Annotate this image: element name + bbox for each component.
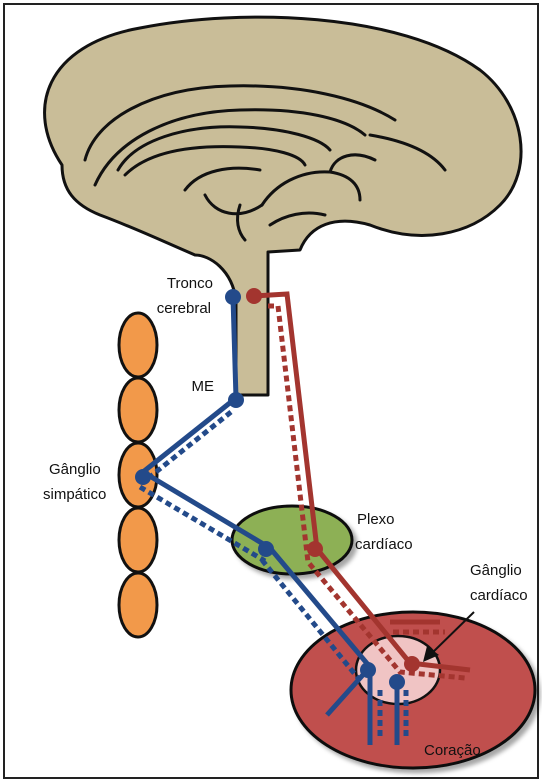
chain-ganglion	[119, 508, 157, 572]
label-tronco-cerebral-line2: cerebral	[157, 300, 211, 317]
neuron-body	[258, 541, 274, 557]
chain-ganglion	[119, 313, 157, 377]
neuron-body	[135, 469, 151, 485]
label-plexo-cardiaco-line1: Plexo	[357, 511, 395, 528]
neuron-body	[246, 288, 262, 304]
heart	[291, 612, 535, 768]
label-ganglio-cardiaco-line2: cardíaco	[470, 587, 528, 604]
label-ganglio-simpatico-line1: Gânglio	[49, 461, 101, 478]
label-ganglio-simpatico-line2: simpático	[43, 486, 106, 503]
chain-ganglion	[119, 573, 157, 637]
neuron-body	[389, 674, 405, 690]
neuron-body	[307, 541, 323, 557]
neuron-body	[228, 392, 244, 408]
label-me: ME	[192, 378, 215, 395]
label-ganglio-cardiaco-line1: Gânglio	[470, 562, 522, 579]
neuron-body	[360, 662, 376, 678]
neuron-body	[404, 656, 420, 672]
preganglionic-spinal-fiber	[233, 297, 236, 398]
label-coracao: Coração	[424, 742, 481, 759]
label-plexo-cardiaco-line2: cardíaco	[355, 536, 413, 553]
neuron-body	[225, 289, 241, 305]
label-tronco-cerebral-line1: Tronco	[167, 275, 213, 292]
cardiac-plexus	[232, 506, 352, 574]
chain-ganglion	[119, 378, 157, 442]
